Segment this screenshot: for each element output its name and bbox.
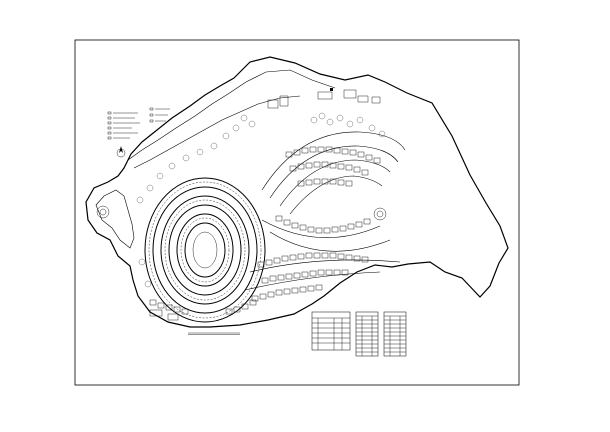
north-shore-path-2 [133, 95, 301, 169]
sheet-border [74, 39, 520, 386]
arc-house-blocks [275, 146, 381, 234]
site-boundary [85, 56, 509, 328]
sw-notes [149, 309, 179, 321]
east-plaza [373, 207, 387, 221]
legend-table-a [355, 311, 379, 357]
oval-housing-cluster [144, 177, 266, 323]
north-shore-path [127, 69, 336, 161]
arc-housing-cluster [261, 131, 406, 252]
legend-table-b [383, 311, 407, 357]
peninsula-plaza-core [99, 208, 107, 216]
peninsula-road [95, 189, 135, 249]
south-row-houses [149, 299, 257, 315]
economic-table [311, 311, 351, 351]
plan-caption [188, 332, 240, 335]
legend-notes [107, 107, 170, 140]
tree-canopy [136, 112, 386, 288]
peninsula-plaza [96, 205, 110, 219]
south-band-houses [244, 252, 401, 302]
clubhouse-buildings [267, 88, 381, 109]
north-arrow-icon [116, 146, 126, 158]
